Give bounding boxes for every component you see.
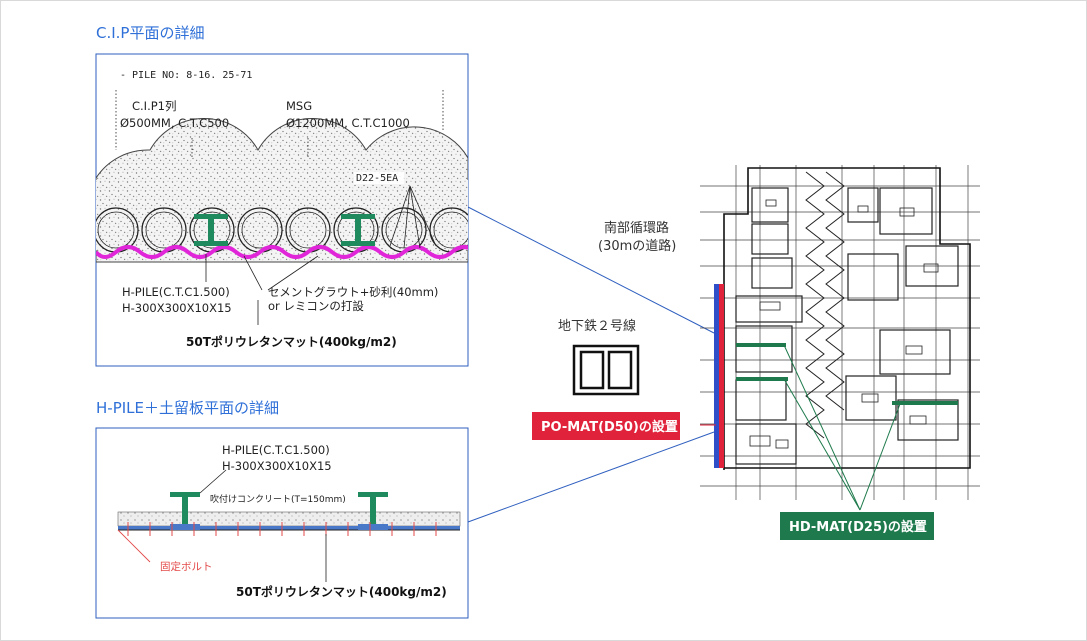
hpile-spec-line2: H-300X300X10X15 [122, 301, 232, 315]
rebar-tag: D22-5EA [356, 173, 398, 184]
fixing-bolt-label: 固定ボルト [160, 560, 213, 573]
subway-tunnel-icon [572, 344, 640, 396]
hpile-spec-line1: H-PILE(C.T.C1.500) [122, 285, 230, 299]
hpile-section-heading: H-PILE＋土留板平面の詳細 [96, 399, 279, 417]
road-label-line1: 南部循環路 [604, 220, 669, 236]
cip-pile-inner [289, 211, 327, 249]
cip-pile-inner [193, 211, 231, 249]
cip-pile-inner [337, 211, 375, 249]
h-pile-marker [170, 492, 200, 530]
hpile-spec-line1: H-PILE(C.T.C1.500) [222, 443, 330, 457]
hpile-spec-line2: H-300X300X10X15 [222, 459, 332, 473]
cip-pile-inner [97, 211, 135, 249]
road-label-line2: (30mの道路) [598, 238, 676, 254]
fixing-bolt-row [127, 522, 437, 536]
pu-mat-wave [96, 245, 468, 259]
grout-label-line2: or レミコンの打設 [268, 299, 364, 313]
connector-cip-to-plan [467, 206, 715, 334]
cip-row-label: C.I.P1列 [132, 99, 176, 113]
svg-text:HD-MAT(D25)の設置: HD-MAT(D25)の設置 [789, 519, 927, 535]
h-pile-marker [194, 214, 228, 246]
h-pile-marker [341, 214, 375, 246]
po-mat-tag: PO-MAT(D50)の設置 [532, 412, 680, 440]
hpile-detail-panel: H-PILE(C.T.C1.500) H-300X300X10X15 吹付けコン… [95, 427, 469, 619]
msg-spec-label: Ø1200MM, C.T.C1000 [286, 116, 410, 130]
msg-label: MSG [286, 99, 312, 113]
building-plan [700, 165, 980, 511]
cip-spec-label: Ø500MM, C.T.C500 [120, 116, 229, 130]
shotcrete-layer [117, 511, 461, 527]
cip-pile-inner [145, 211, 183, 249]
pile-number-label: - PILE NO: 8-16. 25-71 [120, 70, 252, 81]
shotcrete-label: 吹付けコンクリート(T=150mm) [210, 493, 346, 505]
hd-mat-tag: HD-MAT(D25)の設置 [780, 512, 934, 540]
cip-pile-inner [241, 211, 279, 249]
cip-detail-panel: D22-5EA - PILE NO: 8-16. 25-71 C.I.P1列 Ø… [95, 53, 469, 367]
subway-label: 地下鉄２号線 [558, 318, 636, 334]
cip-section-heading: C.I.P平面の詳細 [96, 24, 204, 42]
pu-mat-label: 50Tポリウレタンマット(400kg/m2) [186, 334, 397, 349]
h-pile-marker [358, 492, 388, 530]
connector-hpile-to-plan [467, 431, 715, 523]
po-mat-wall-strip [714, 284, 724, 468]
pu-mat-strip [118, 526, 460, 530]
svg-text:PO-MAT(D50)の設置: PO-MAT(D50)の設置 [541, 419, 678, 435]
pu-mat-label: 50Tポリウレタンマット(400kg/m2) [236, 584, 447, 599]
cip-pile-inner [433, 211, 468, 249]
grout-label-line1: セメントグラウト+砂利(40mm) [268, 285, 438, 299]
